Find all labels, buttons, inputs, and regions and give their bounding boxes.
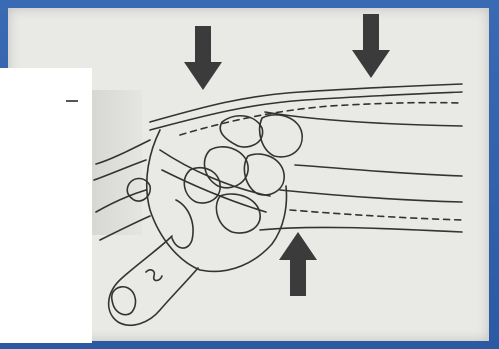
forearm-bottom-outline <box>260 227 462 232</box>
hand-palm-outline-2 <box>94 160 146 180</box>
arrow-down-left-icon <box>184 26 222 90</box>
forearm-lower-outline <box>280 190 462 202</box>
carpal-bone-4 <box>244 154 284 195</box>
carpal-bone-1 <box>220 116 262 147</box>
hand-back-outline <box>147 130 287 271</box>
thumb-outline <box>109 236 198 325</box>
thumb-crease <box>146 270 162 281</box>
thumb-metacarpal <box>172 200 193 248</box>
carpal-bone-6 <box>216 194 260 233</box>
thumbnail <box>112 287 136 315</box>
radius-bone-top <box>265 112 462 126</box>
forearm-upper-outline <box>150 84 462 122</box>
carpal-bone-3 <box>204 147 248 188</box>
forearm-lower-dashed <box>290 210 462 220</box>
radius-bone-bottom <box>295 165 462 176</box>
arrow-up-bottom-icon <box>279 232 317 296</box>
finger-line-2 <box>100 216 150 240</box>
hand-palm-outline <box>96 140 150 164</box>
arrow-down-right-icon <box>352 14 390 78</box>
carpal-bone-2 <box>260 115 303 157</box>
